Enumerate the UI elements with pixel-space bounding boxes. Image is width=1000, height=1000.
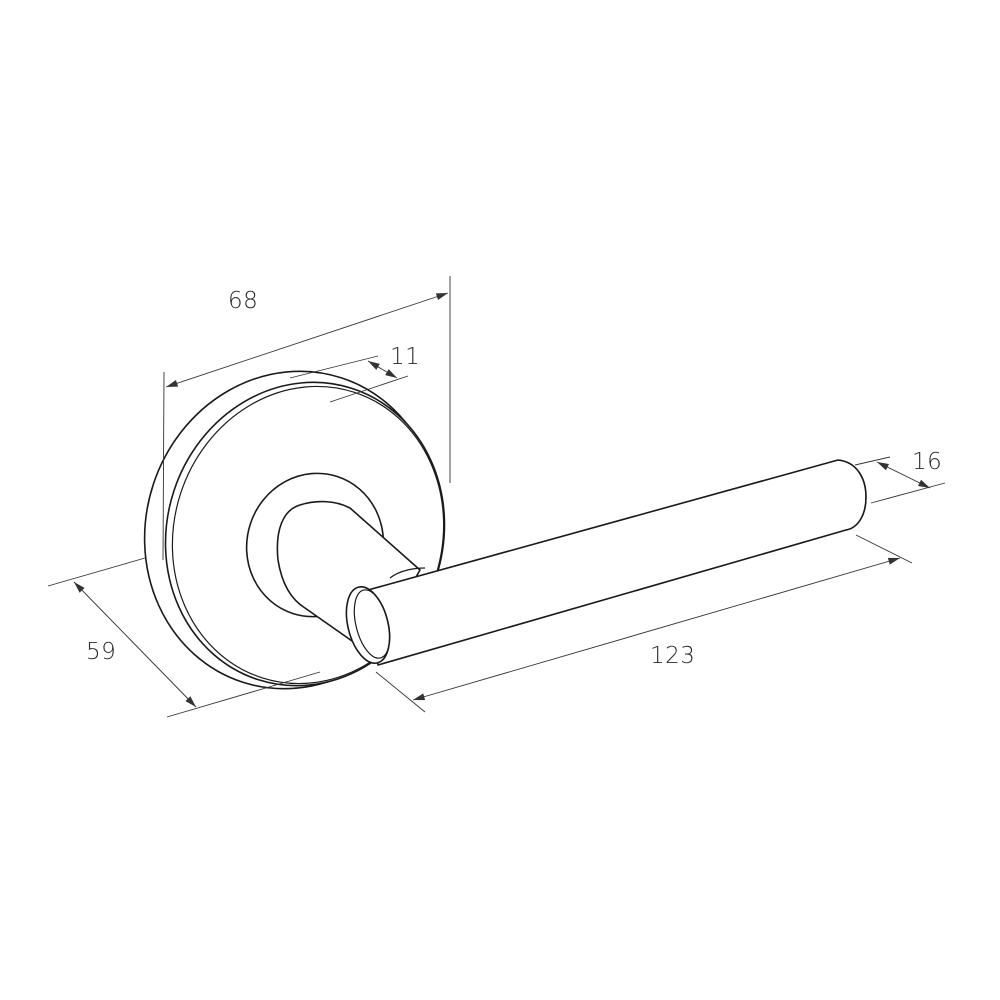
dimension-rose-depth [47,557,321,718]
dimension-rose-thickness [289,355,409,403]
lever-end-cap [345,586,391,664]
dimension-label-123: 123 [650,643,696,669]
dimension-label-68: 68 [228,288,259,314]
dimension-label-16: 16 [912,449,943,475]
dimension-label-11: 11 [390,344,421,370]
lever-bar [367,459,867,666]
dimension-label-59: 59 [86,639,117,665]
dimension-lever-length [375,534,913,713]
dimension-lever-diameter [854,456,946,504]
dimension-rose-diameter [162,276,451,561]
